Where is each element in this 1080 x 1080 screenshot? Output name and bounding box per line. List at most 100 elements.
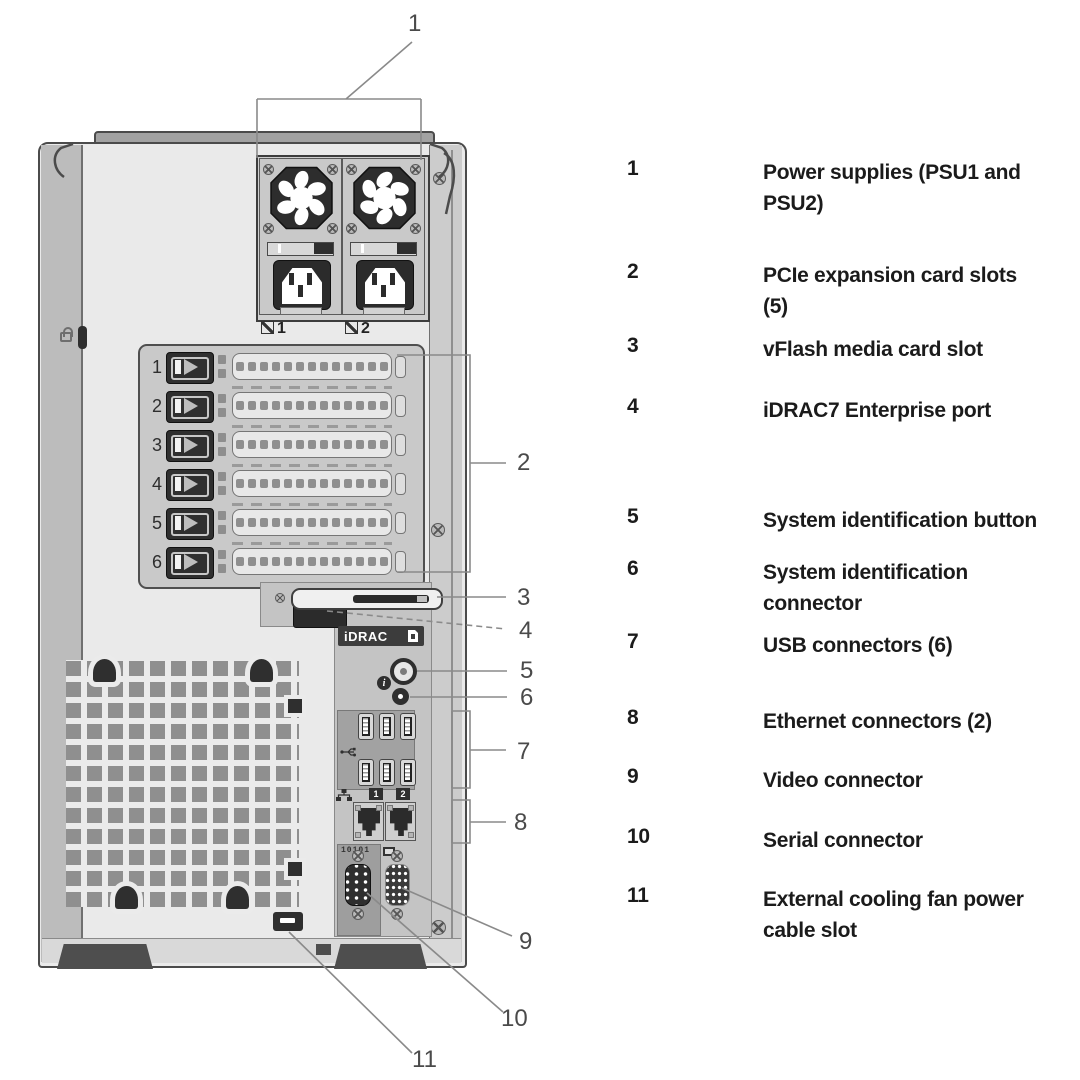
psu-latch[interactable] [350, 242, 417, 256]
legend-num-4: 4 [627, 395, 639, 418]
vflash-media-card-slot[interactable] [291, 588, 443, 610]
pcie-latch[interactable] [166, 469, 214, 501]
pcie-slot-cover [232, 548, 392, 575]
screw [431, 920, 446, 935]
sd-card-icon [408, 630, 418, 642]
pcie-slot-endcap [395, 473, 406, 495]
legend-num-9: 9 [627, 765, 639, 788]
callout-5: 5 [520, 657, 534, 684]
legend-num-2: 2 [627, 260, 639, 283]
ethernet-port2[interactable] [385, 802, 416, 841]
legend-num-7: 7 [627, 630, 639, 653]
network-icon [336, 789, 352, 801]
system-id-button[interactable] [390, 658, 417, 685]
screw [275, 593, 285, 603]
power-inlet-c14[interactable] [356, 260, 414, 310]
callout-4: 4 [519, 617, 533, 644]
security-lock-slot [78, 326, 87, 349]
vent-dashes [232, 503, 392, 506]
mount-square [288, 862, 302, 876]
pcie-slot-number: 5 [151, 513, 162, 533]
psu-fan-icon [353, 166, 416, 230]
fan-power-cable-slot[interactable] [273, 912, 303, 931]
ethernet-port1[interactable] [353, 802, 384, 841]
vent-dashes [232, 425, 392, 428]
video-connector[interactable] [385, 864, 410, 906]
pcie-slot-number: 1 [151, 357, 162, 377]
chassis-foot-tab [316, 944, 331, 955]
idrac-label: iDRAC [338, 626, 424, 646]
vent-dashes [232, 386, 392, 389]
idrac-label-text: iDRAC [344, 628, 388, 644]
usb-icon [340, 747, 356, 757]
power-inlet-c14[interactable] [273, 260, 331, 310]
pcie-slot-endcap [395, 434, 406, 456]
screw [391, 908, 403, 920]
pcie-slot-row: 6 [146, 547, 416, 579]
usb-port[interactable] [379, 759, 395, 786]
chassis-foot-right [334, 944, 427, 969]
system-id-connector[interactable] [392, 688, 409, 705]
callout-11: 11 [412, 1046, 437, 1073]
pcie-slot-cover [232, 431, 392, 458]
pcie-latch[interactable] [166, 547, 214, 579]
pcie-latch[interactable] [166, 352, 214, 384]
ethernet-port1-label: 1 [369, 788, 383, 800]
callout-6: 6 [520, 684, 534, 711]
pcie-slot-row: 4 [146, 469, 416, 501]
pcie-latch[interactable] [166, 391, 214, 423]
usb-port[interactable] [400, 713, 416, 740]
pcie-slot-endcap [395, 395, 406, 417]
legend-label-10: Serial connector [763, 829, 923, 852]
vent-dashes [232, 464, 392, 467]
legend-num-6: 6 [627, 557, 639, 580]
mount-square [288, 699, 302, 713]
chassis-foot-left [57, 944, 153, 969]
ventilation-grid [66, 660, 299, 907]
psu2 [342, 158, 425, 315]
usb-port[interactable] [379, 713, 395, 740]
pcie-slot-number: 6 [151, 552, 162, 572]
pcie-slot-cover [232, 392, 392, 419]
callout-2: 2 [517, 449, 531, 476]
psu1 [259, 158, 342, 315]
usb-port[interactable] [358, 713, 374, 740]
psu-handle-tab [363, 307, 405, 315]
screw [410, 223, 421, 234]
mount-hole [93, 659, 116, 682]
pcie-slot-endcap [395, 356, 406, 378]
pcie-slot-cover [232, 470, 392, 497]
pcie-latch[interactable] [166, 430, 214, 462]
pcie-slot-number: 2 [151, 396, 162, 416]
mount-hole [115, 886, 138, 909]
screw [352, 908, 364, 920]
legend-num-10: 10 [627, 825, 650, 848]
chassis-right-edge [429, 145, 462, 962]
pcie-slot-row: 2 [146, 391, 416, 423]
padlock-icon [60, 327, 73, 342]
legend-label-2: PCIe expansion card slots(5) [763, 264, 1017, 318]
serial-connector[interactable] [345, 864, 371, 906]
vent-dashes [232, 542, 392, 545]
psu-fan-icon [270, 166, 333, 230]
usb-port[interactable] [400, 759, 416, 786]
callout-1: 1 [408, 10, 422, 37]
pcie-slot-row: 3 [146, 430, 416, 462]
legend-num-8: 8 [627, 706, 639, 729]
callout-7: 7 [517, 738, 531, 765]
pcie-latch[interactable] [166, 508, 214, 540]
ethernet-port2-label: 2 [396, 788, 410, 800]
psu-handle-tab [280, 307, 322, 315]
screw [410, 164, 421, 175]
legend-num-5: 5 [627, 505, 639, 528]
screw [433, 172, 446, 185]
mount-hole [250, 659, 273, 682]
callout-10: 10 [501, 1005, 528, 1032]
psu2-number-label: 2 [345, 320, 370, 338]
usb-port[interactable] [358, 759, 374, 786]
screw [263, 164, 274, 175]
psu-latch[interactable] [267, 242, 334, 256]
